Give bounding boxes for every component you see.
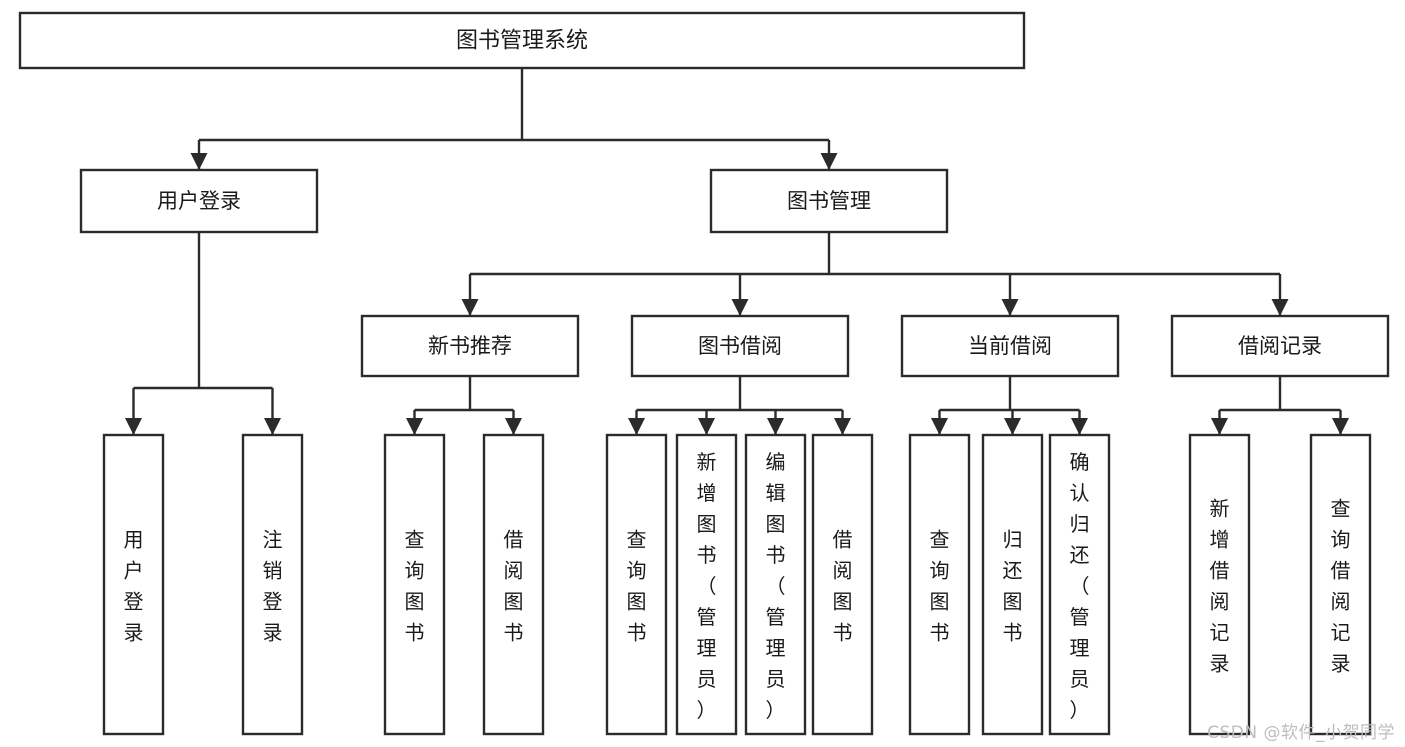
edge-borrow-arrow-1: [698, 418, 715, 435]
node-leaf-7-rect: [811, 433, 874, 736]
node-leaf-11[interactable]: 新增借阅记录: [1188, 433, 1251, 736]
node-root-system-rect: [18, 11, 1026, 70]
edge-borrow-arrow-0: [628, 418, 645, 435]
node-level3-2-rect: [900, 314, 1120, 378]
node-level3-1-rect: [630, 314, 850, 378]
node-level3-2[interactable]: 当前借阅: [900, 314, 1120, 378]
node-leaf-11-rect: [1188, 433, 1251, 736]
node-leaf-0-label: 用户登录: [124, 528, 144, 645]
edge-books-arrow-2: [1001, 299, 1019, 316]
nodes-layer: 图书管理系统用户登录图书管理新书推荐图书借阅当前借阅借阅记录用户登录注销登录查询…: [18, 11, 1390, 736]
node-leaf-0-rect: [102, 433, 165, 736]
node-leaf-12-label: 查询借阅记录: [1331, 497, 1351, 676]
edge-current-arrow-1: [1004, 418, 1021, 435]
node-leaf-6-rect: [744, 433, 807, 736]
edge-root-arrow-0: [190, 153, 208, 170]
node-level3-2-label: 当前借阅: [968, 334, 1052, 358]
node-root-system[interactable]: 图书管理系统: [18, 11, 1026, 70]
node-leaf-8-label: 查询图书: [930, 528, 950, 645]
node-level3-3[interactable]: 借阅记录: [1170, 314, 1390, 378]
node-level3-1-label: 图书借阅: [698, 334, 782, 358]
node-leaf-10-label: 确认归还（管理员）: [1070, 450, 1090, 722]
node-leaf-5-rect: [675, 433, 738, 736]
edge-current-arrow-2: [1071, 418, 1088, 435]
node-leaf-7-label: 借阅图书: [833, 528, 853, 645]
edge-login-arrow-0: [125, 418, 142, 435]
connectors-layer: [125, 68, 1349, 435]
node-leaf-3-rect: [482, 433, 545, 736]
node-leaf-5-label: 新增图书（管理员）: [697, 450, 717, 722]
edge-newbooks-arrow-1: [505, 418, 522, 435]
node-leaf-2-rect: [383, 433, 446, 736]
edge-records-arrow-0: [1211, 418, 1228, 435]
node-level3-0[interactable]: 新书推荐: [360, 314, 580, 378]
node-leaf-1[interactable]: 注销登录: [241, 433, 304, 736]
edge-records-arrow-1: [1332, 418, 1349, 435]
node-level3-1[interactable]: 图书借阅: [630, 314, 850, 378]
node-level3-3-rect: [1170, 314, 1390, 378]
node-level2-1-rect: [709, 168, 949, 234]
node-leaf-10-rect: [1048, 433, 1111, 736]
node-leaf-9[interactable]: 归还图书: [981, 433, 1044, 736]
node-level2-0[interactable]: 用户登录: [79, 168, 319, 234]
edge-borrow-arrow-3: [834, 418, 851, 435]
node-level2-1-label: 图书管理: [787, 189, 871, 213]
edge-newbooks-arrow-0: [406, 418, 423, 435]
edge-borrow-arrow-2: [767, 418, 784, 435]
edge-books-arrow-1: [731, 299, 749, 316]
node-leaf-0[interactable]: 用户登录: [102, 433, 165, 736]
node-leaf-1-rect: [241, 433, 304, 736]
edge-login-arrow-1: [264, 418, 281, 435]
node-leaf-6-label: 编辑图书（管理员）: [766, 450, 786, 722]
node-level2-0-rect: [79, 168, 319, 234]
node-leaf-3-label: 借阅图书: [504, 528, 524, 645]
node-root-system-label: 图书管理系统: [456, 29, 588, 54]
node-level3-0-label: 新书推荐: [428, 334, 512, 358]
edge-current-arrow-0: [931, 418, 948, 435]
node-level2-0-label: 用户登录: [157, 189, 241, 213]
node-leaf-7[interactable]: 借阅图书: [811, 433, 874, 736]
node-level3-3-label: 借阅记录: [1238, 334, 1322, 358]
node-leaf-2-label: 查询图书: [405, 528, 425, 645]
node-leaf-4-rect: [605, 433, 668, 736]
node-level2-1[interactable]: 图书管理: [709, 168, 949, 234]
node-leaf-1-label: 注销登录: [263, 528, 283, 645]
node-leaf-11-label: 新增借阅记录: [1210, 497, 1230, 676]
edge-books-arrow-3: [1271, 299, 1289, 316]
node-leaf-12-rect: [1309, 433, 1372, 736]
node-leaf-6[interactable]: 编辑图书（管理员）: [744, 433, 807, 736]
node-level3-0-rect: [360, 314, 580, 378]
edge-root-arrow-1: [820, 153, 838, 170]
node-leaf-9-label: 归还图书: [1003, 528, 1023, 645]
node-leaf-10[interactable]: 确认归还（管理员）: [1048, 433, 1111, 736]
node-leaf-4[interactable]: 查询图书: [605, 433, 668, 736]
node-leaf-5[interactable]: 新增图书（管理员）: [675, 433, 738, 736]
node-leaf-3[interactable]: 借阅图书: [482, 433, 545, 736]
node-leaf-8[interactable]: 查询图书: [908, 433, 971, 736]
node-leaf-12[interactable]: 查询借阅记录: [1309, 433, 1372, 736]
edge-books-arrow-0: [461, 299, 479, 316]
node-leaf-4-label: 查询图书: [627, 528, 647, 645]
node-leaf-8-rect: [908, 433, 971, 736]
node-leaf-9-rect: [981, 433, 1044, 736]
node-leaf-2[interactable]: 查询图书: [383, 433, 446, 736]
